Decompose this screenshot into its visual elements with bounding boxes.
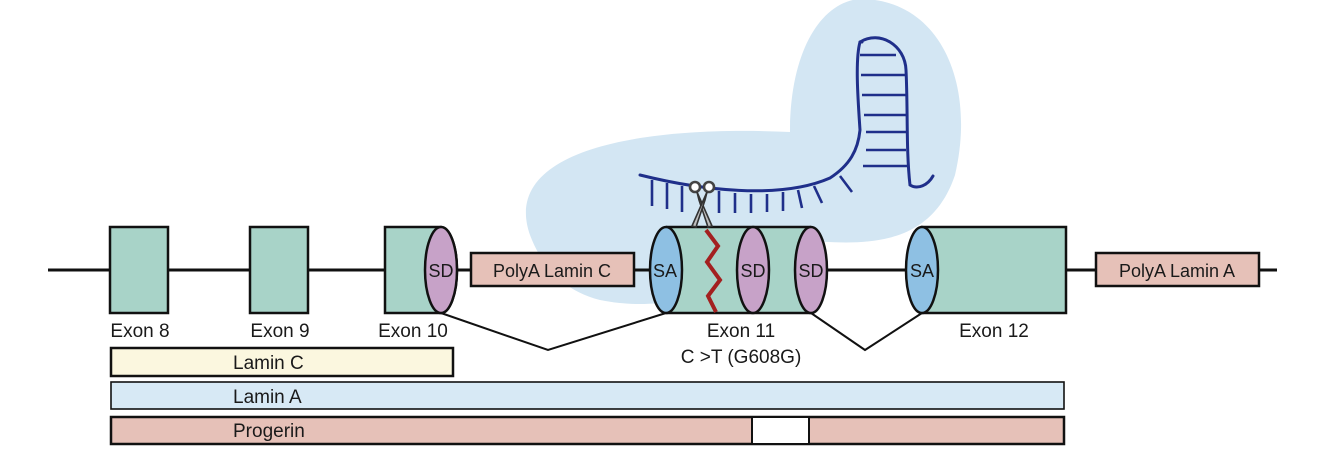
progerin-bar xyxy=(109,415,1066,446)
exon-12-cylinder xyxy=(904,225,1068,315)
splice-junction-11-12 xyxy=(810,312,923,352)
mutation-label: C >T (G608G) xyxy=(681,347,802,368)
polya-lamin-a-box xyxy=(1094,251,1261,288)
exon-11-label: Exon 11 xyxy=(707,321,775,342)
guide-rna-bases xyxy=(650,53,908,213)
progerin-label: Progerin xyxy=(233,421,305,442)
exon-12-label: Exon 12 xyxy=(959,321,1029,342)
cas9-bubble xyxy=(525,0,962,304)
lamin-c-label: Lamin C xyxy=(233,353,304,374)
exon-10-sd-label: SD xyxy=(428,261,453,281)
exon-11-cylinder xyxy=(648,225,829,315)
lamin-a-bar xyxy=(110,381,1065,410)
exon-11-cryptic-splice-donor xyxy=(735,225,771,315)
splice-junction-10-11 xyxy=(440,312,667,352)
mutation-site-marker xyxy=(704,228,723,313)
exon-8-label: Exon 8 xyxy=(110,321,169,342)
lamin-c-bar xyxy=(109,346,455,378)
polya-lamin-c-label: PolyA Lamin C xyxy=(493,261,611,281)
lamin-a-label: Lamin A xyxy=(233,387,302,408)
exon-8-box xyxy=(108,225,170,315)
polya-lamin-c-box xyxy=(469,251,636,288)
exon-10-label: Exon 10 xyxy=(378,321,448,342)
exon-9-label: Exon 9 xyxy=(250,321,309,342)
exon-9-box xyxy=(248,225,310,315)
exon-11-sd-label: SD xyxy=(798,261,823,281)
scissors-icon xyxy=(688,180,716,228)
exon-11-sa-label: SA xyxy=(653,261,677,281)
progerin-deletion-gap xyxy=(751,416,810,445)
exon-12-sa-label: SA xyxy=(910,261,934,281)
exon-10-cylinder xyxy=(383,225,459,315)
exon-11-cryptic-sd-label: SD xyxy=(740,261,765,281)
polya-lamin-a-label: PolyA Lamin A xyxy=(1119,261,1235,281)
guide-rna xyxy=(638,36,935,193)
